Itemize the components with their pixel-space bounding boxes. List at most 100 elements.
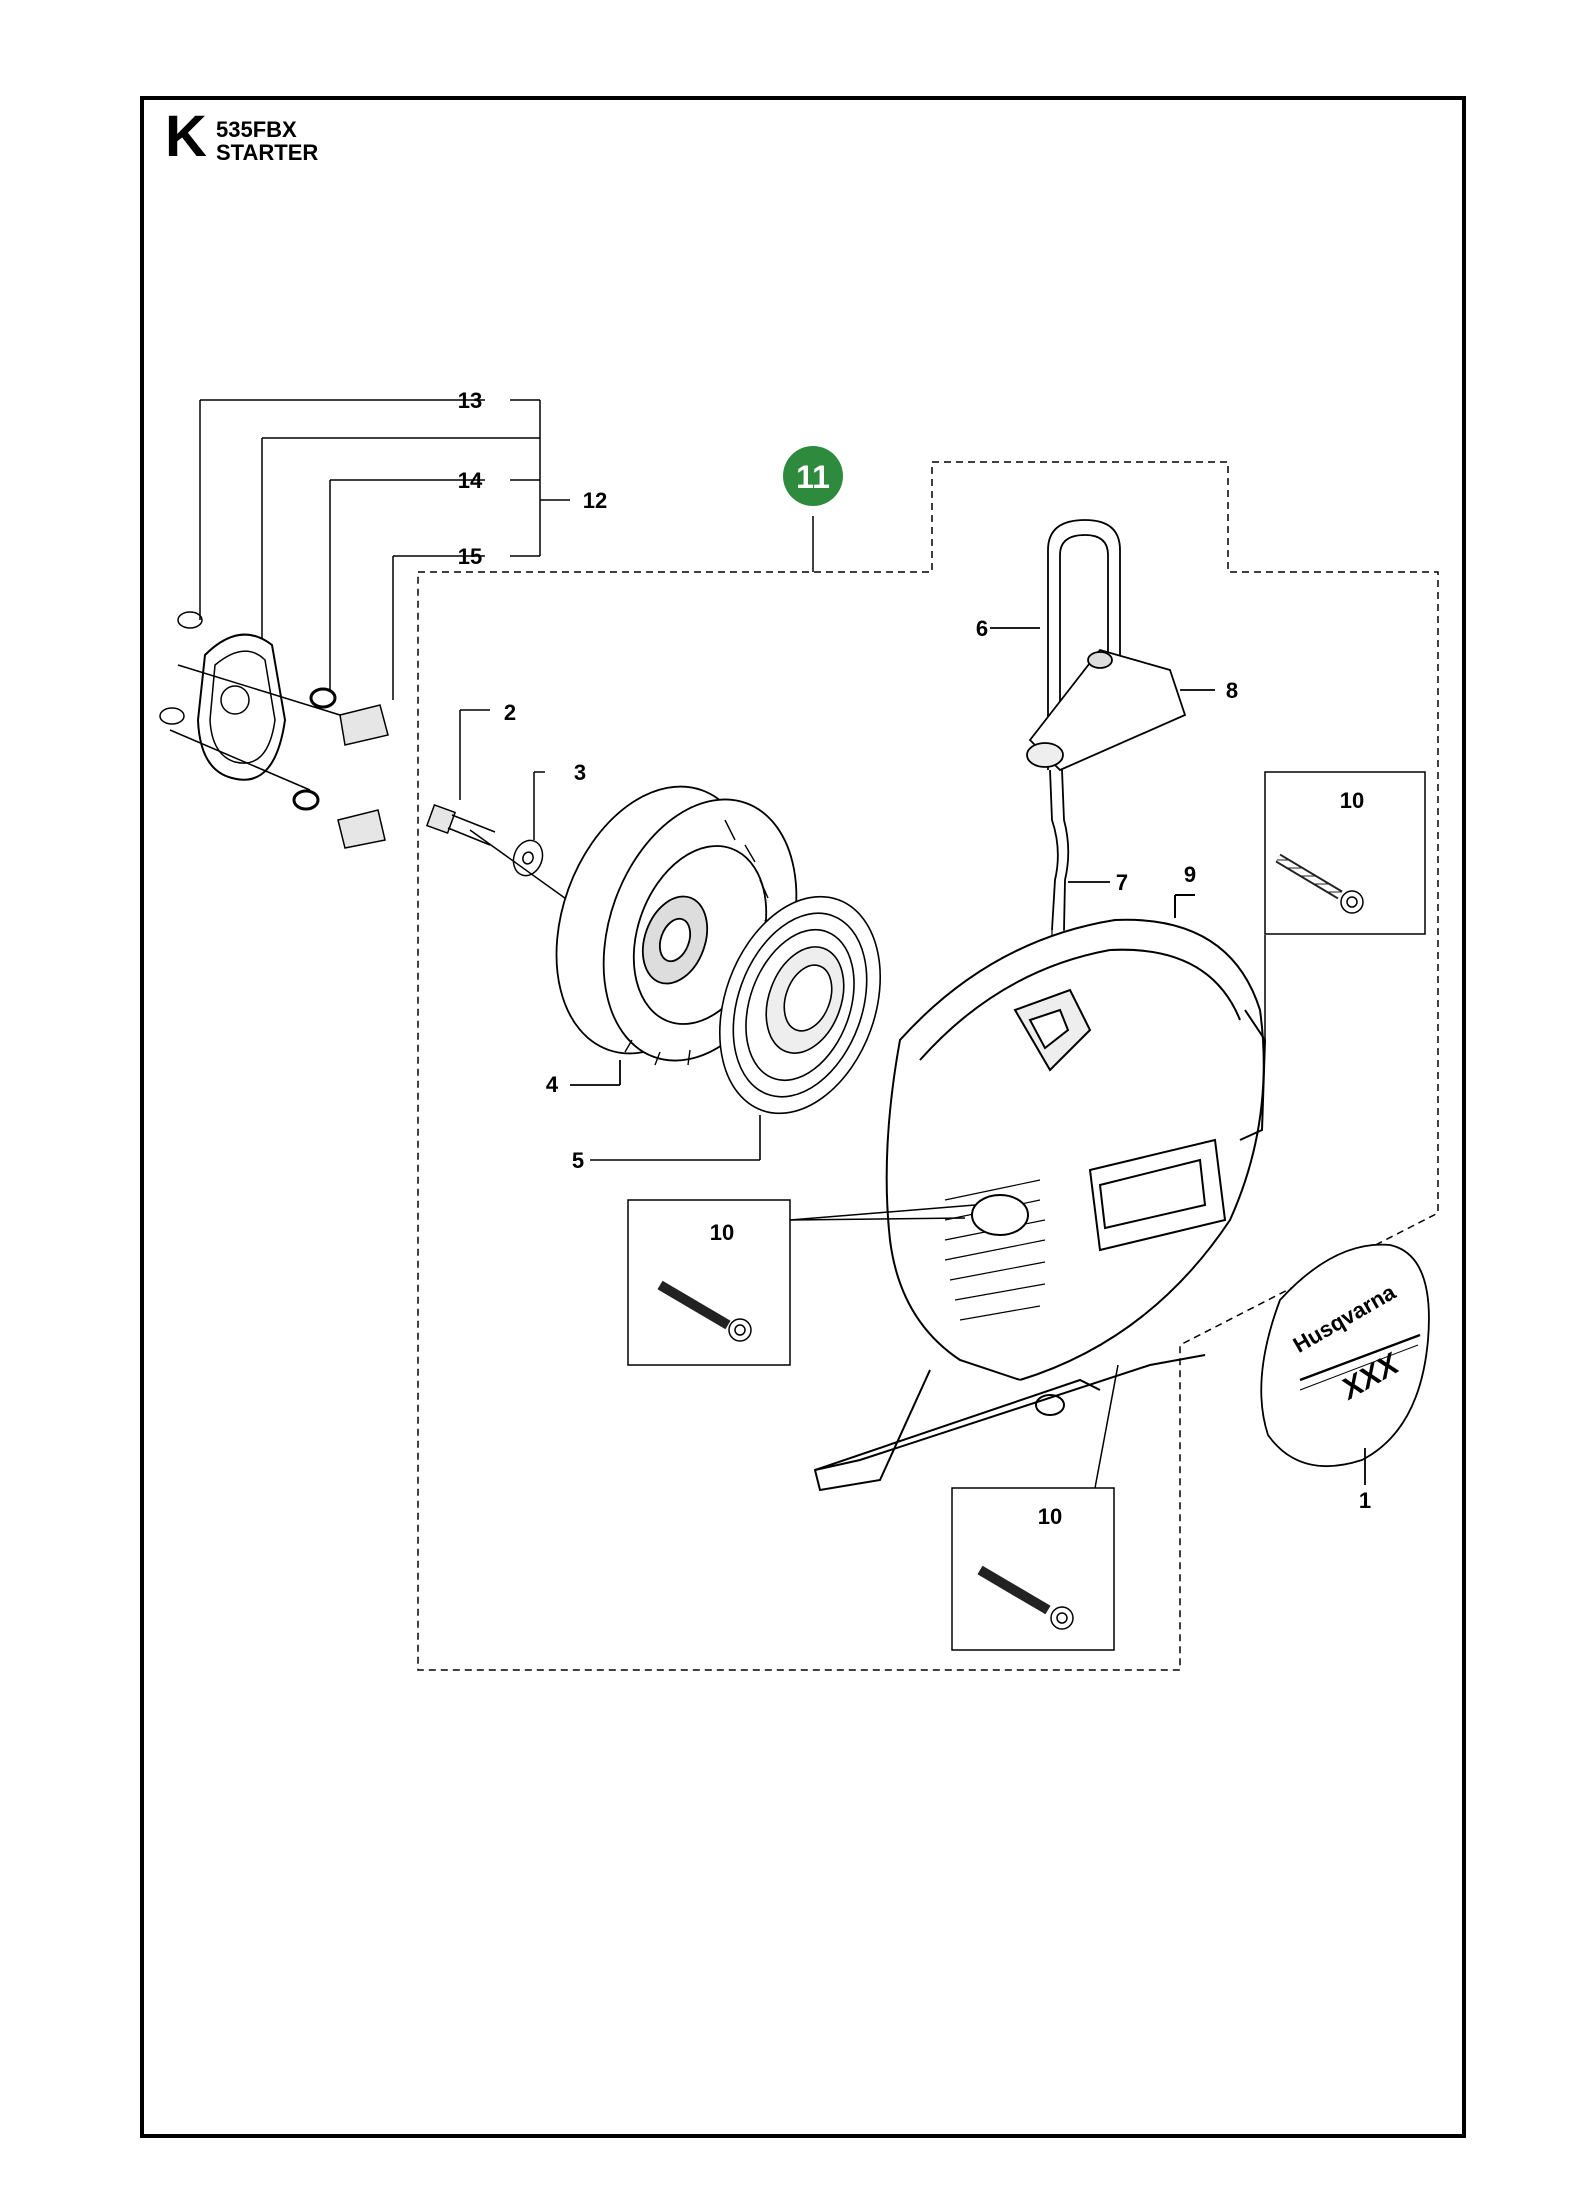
diagram-stroke — [783, 446, 843, 506]
diagram-stroke — [734, 1324, 746, 1336]
diagram-stroke — [654, 1051, 661, 1066]
diagram-stroke — [1299, 1333, 1421, 1382]
screw-detail-bottom — [951, 1364, 1119, 1651]
diagram-stroke: 13 — [458, 388, 482, 413]
assembly-badge-label: 11 — [796, 459, 830, 495]
diagram-stroke — [309, 687, 337, 709]
page-frame — [140, 96, 1466, 2138]
diagram-stroke — [1260, 1243, 1430, 1467]
diagram-stroke — [339, 704, 389, 746]
diagram-stroke — [1059, 534, 1109, 770]
diagram-stroke — [1026, 742, 1064, 768]
diagram-stroke — [814, 1354, 1206, 1471]
diagram-stroke — [724, 819, 736, 841]
ratchet-assembly — [159, 399, 570, 849]
diagram-stroke: 6 — [976, 616, 988, 641]
diagram-stroke — [1088, 1138, 1227, 1252]
diagram-stroke — [657, 1280, 731, 1330]
diagram-stroke — [337, 809, 386, 849]
diagram-stroke — [783, 964, 833, 1032]
diagram-stroke — [789, 1204, 976, 1221]
diagram-stroke: 15 — [458, 544, 482, 569]
diagram-stroke — [687, 1049, 691, 1066]
diagram-stroke — [627, 1199, 791, 1366]
callout-14: 14 — [458, 468, 483, 493]
diagram-stroke — [732, 912, 868, 1098]
diagram-stroke — [177, 611, 203, 629]
diagram-stroke — [744, 844, 756, 863]
diagram-stroke — [1050, 1606, 1074, 1630]
decal — [1260, 1243, 1430, 1485]
diagram-stroke — [512, 839, 544, 877]
recoil-spring — [590, 895, 882, 1161]
diagram-stroke — [977, 1565, 1051, 1615]
diagram-stroke — [959, 1305, 1041, 1321]
diagram-stroke — [789, 1217, 966, 1221]
diagram-stroke — [1239, 1009, 1267, 1141]
callout-10-bottom: 10 — [1038, 1504, 1062, 1529]
diagram-stroke: 10 — [1340, 788, 1364, 813]
section-letter: K — [165, 104, 207, 169]
diagram-stroke — [169, 729, 311, 791]
diagram-stroke — [944, 1239, 1046, 1261]
starter-housing — [813, 894, 1267, 1492]
starter-handle — [990, 519, 1215, 1080]
diagram-stroke — [971, 1194, 1029, 1236]
diagram-stroke — [1087, 651, 1113, 669]
diagram-stroke: 1 — [1359, 1488, 1371, 1513]
callout-6: 6 — [976, 616, 988, 641]
diagram-stroke — [196, 633, 287, 781]
diagram-stroke — [1299, 1344, 1419, 1391]
model-number: 535FBX — [216, 117, 297, 142]
diagram-stroke — [813, 1369, 1101, 1492]
callout-4: 4 — [546, 1072, 559, 1097]
section-title: STARTER — [216, 140, 319, 166]
diagram-stroke — [1276, 855, 1342, 898]
diagram-stroke — [1340, 890, 1364, 914]
diagram-stroke — [658, 917, 692, 963]
diagram-stroke — [1035, 1394, 1065, 1416]
diagram-stroke — [292, 789, 320, 811]
assembly-badge: 11 — [783, 446, 843, 506]
screw-detail-left — [627, 1199, 976, 1366]
diagram-stroke — [1028, 1008, 1070, 1050]
diagram-stroke — [728, 1318, 752, 1342]
diagram-stroke — [919, 948, 1241, 1061]
callout-10-top: 10 — [1340, 788, 1364, 813]
diagram-stroke — [1056, 1612, 1068, 1624]
diagram-stroke — [1098, 1158, 1207, 1230]
callout-2: 2 — [504, 700, 516, 725]
diagram-stroke — [522, 851, 534, 865]
diagram-stroke — [1094, 1364, 1119, 1489]
diagram-stroke: 9 — [1184, 862, 1196, 887]
diagram-stroke — [447, 814, 496, 846]
diagram-stroke: 12 — [583, 488, 607, 513]
diagram-stroke — [177, 664, 341, 716]
diagram-stroke: 3 — [574, 760, 586, 785]
diagram-stroke: 2 — [504, 700, 516, 725]
callout-3: 3 — [574, 760, 586, 785]
diagram-stroke: 10 — [1038, 1504, 1062, 1529]
diagram-stroke — [954, 1283, 1046, 1301]
diagram-stroke: 10 — [710, 1220, 734, 1245]
diagram-stroke — [745, 928, 855, 1082]
section-heading: 535FBX STARTER — [216, 118, 318, 164]
callout-5: 5 — [572, 1148, 584, 1173]
diagram-stroke — [951, 1487, 1115, 1651]
diagram-stroke — [1346, 896, 1358, 908]
diagram-stroke — [1061, 769, 1070, 931]
diagram-stroke: 14 — [458, 468, 483, 493]
diagram-stroke — [1049, 769, 1059, 931]
callout-1: 1 — [1359, 1488, 1371, 1513]
screw-detail-top — [1264, 771, 1426, 1045]
callout-8: 8 — [1226, 678, 1238, 703]
callout-10-left: 10 — [710, 1220, 734, 1245]
diagram-stroke — [159, 707, 185, 725]
callout-13: 13 — [458, 388, 482, 413]
diagram-stroke — [885, 918, 1265, 1382]
diagram-stroke — [209, 650, 276, 764]
diagram-stroke: 5 — [572, 1148, 584, 1173]
diagram-stroke: 7 — [1116, 870, 1128, 895]
diagram-stroke: 4 — [546, 1072, 559, 1097]
